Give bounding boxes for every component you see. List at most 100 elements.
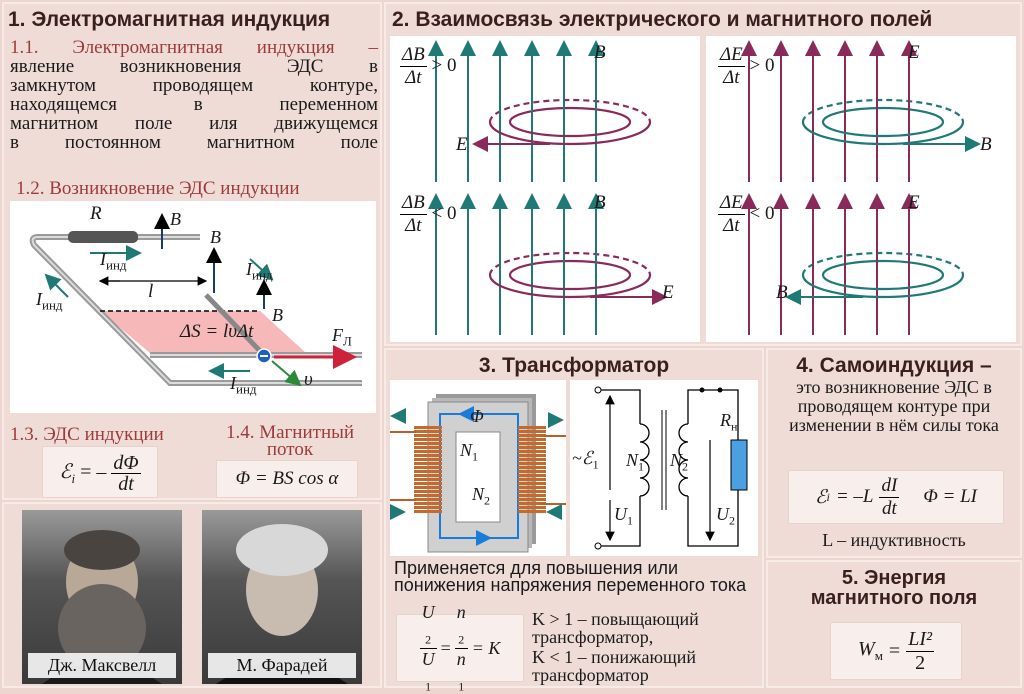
cell-1-num: ΔE <box>718 44 745 67</box>
cell-1-vert-label: E <box>908 42 920 64</box>
coil-turn <box>414 486 442 489</box>
ratio-u2s: 2 <box>425 633 431 647</box>
emf-eq: = – <box>80 461 106 483</box>
label-B-1-text: B <box>170 209 181 229</box>
label-B-3-text: B <box>272 305 283 325</box>
coil-turn <box>414 434 442 437</box>
circuit-R: Rн <box>720 410 737 435</box>
subsection-1-3-title: 1.3. ЭДС индукции <box>10 424 164 446</box>
ring-back <box>490 100 650 122</box>
emf-num: dΦ <box>111 453 140 474</box>
label-F: FЛ <box>332 325 352 350</box>
circuit-emf-sub: 1 <box>593 458 599 472</box>
cell-0-rel: > 0 <box>432 55 457 76</box>
subsection-1-2-title: 1.2. Возникновение ЭДС индукции <box>16 178 300 200</box>
circuit-N2: N2 <box>670 450 688 475</box>
section-fields: 2. Взаимосвязь электрического и магнитно… <box>384 2 1022 346</box>
coil-turn <box>518 462 546 465</box>
coil-turn <box>518 430 546 433</box>
coil-turn <box>518 442 546 445</box>
en-w-sub: м <box>875 648 883 663</box>
def-line-4: магнитном поле иля движущемся <box>10 114 378 133</box>
coil-turn <box>518 454 546 457</box>
coil-turn <box>414 482 442 485</box>
cell-0-horiz-label: E <box>456 134 468 156</box>
coil-turn <box>518 450 546 453</box>
circuit-u2-sub: 2 <box>729 514 735 528</box>
def-line-1: явление возникновения ЭДС в <box>10 57 378 76</box>
core-phi: Φ <box>470 406 484 427</box>
def-line-0: 1.1. Электромагнитная индукция – <box>10 38 378 57</box>
label-R: R <box>90 203 102 225</box>
ring-inner-back <box>823 261 943 275</box>
core-n2: N2 <box>472 484 490 509</box>
cell-2-rel: < 0 <box>432 203 457 224</box>
cell-3-horiz-label: B <box>776 282 788 304</box>
ring-inner-front <box>510 275 630 289</box>
core-n1: N1 <box>460 440 478 465</box>
cell-0-den: Δt <box>400 67 427 89</box>
coil-turn <box>518 458 546 461</box>
circuit-n1-text: N <box>626 450 638 470</box>
si-right: Φ = LI <box>923 486 977 508</box>
ring-front <box>803 122 963 144</box>
coil-turn <box>414 490 442 493</box>
ring-back <box>803 100 963 122</box>
label-v: υ <box>304 369 313 391</box>
label-I-ind-top: Iинд <box>100 249 127 274</box>
en-w-text: W <box>858 638 875 660</box>
ring-back <box>490 253 650 275</box>
cell-2-den: Δt <box>400 215 427 237</box>
core-n2-sub: 2 <box>484 494 490 508</box>
circuit-u1-text: U <box>614 504 627 524</box>
ratio-n1s: 1 <box>458 679 464 693</box>
self-induction-desc: это возникновение ЭДС в проводящем конту… <box>776 378 1012 435</box>
circuit-emf-text: ~ℰ <box>572 448 593 468</box>
label-I-ind-right: Iинд <box>246 259 273 284</box>
section-3-title: 3. Трансформатор <box>384 354 764 378</box>
flux-formula: Φ = BS cos α <box>216 460 358 498</box>
circuit-emf: ~ℰ1 <box>572 448 599 473</box>
coil-turn <box>414 446 442 449</box>
label-I-ind-bottom: Iинд <box>230 373 257 398</box>
circuit-n2-text: N <box>670 450 682 470</box>
label-B-2: B <box>210 227 221 248</box>
coil-turn <box>518 490 546 493</box>
circuit-u2-text: U <box>716 504 729 524</box>
coil-turn <box>414 474 442 477</box>
emf-den: dt <box>111 474 140 494</box>
emf-lhs: ℰ <box>59 461 71 483</box>
circuit-r-text: R <box>720 410 731 430</box>
coil-turn <box>414 442 442 445</box>
si-den: dt <box>879 498 899 520</box>
k-down-text: K < 1 – понижающий трансформатор <box>532 648 752 684</box>
coil-turn <box>518 470 546 473</box>
circuit-u1-sub: 1 <box>627 514 633 528</box>
cell-2-num: ΔB <box>400 192 427 215</box>
si-es: i <box>827 490 830 505</box>
ring-inner-front <box>510 122 630 136</box>
coil-turn <box>518 498 546 501</box>
coil-turn <box>414 458 442 461</box>
circuit-r-sub: н <box>731 420 737 434</box>
coil-turn <box>414 502 442 505</box>
ratio-n2s: 2 <box>458 633 464 647</box>
cell-1-rel: > 0 <box>750 55 775 76</box>
coil-turn <box>414 438 442 441</box>
transformer-circuit: ~ℰ1 N1 N2 U1 U2 Rн <box>570 380 758 556</box>
ring-inner-front <box>823 122 943 136</box>
ratio-eq: = <box>441 638 451 659</box>
i-bottom-sub: инд <box>236 382 257 397</box>
